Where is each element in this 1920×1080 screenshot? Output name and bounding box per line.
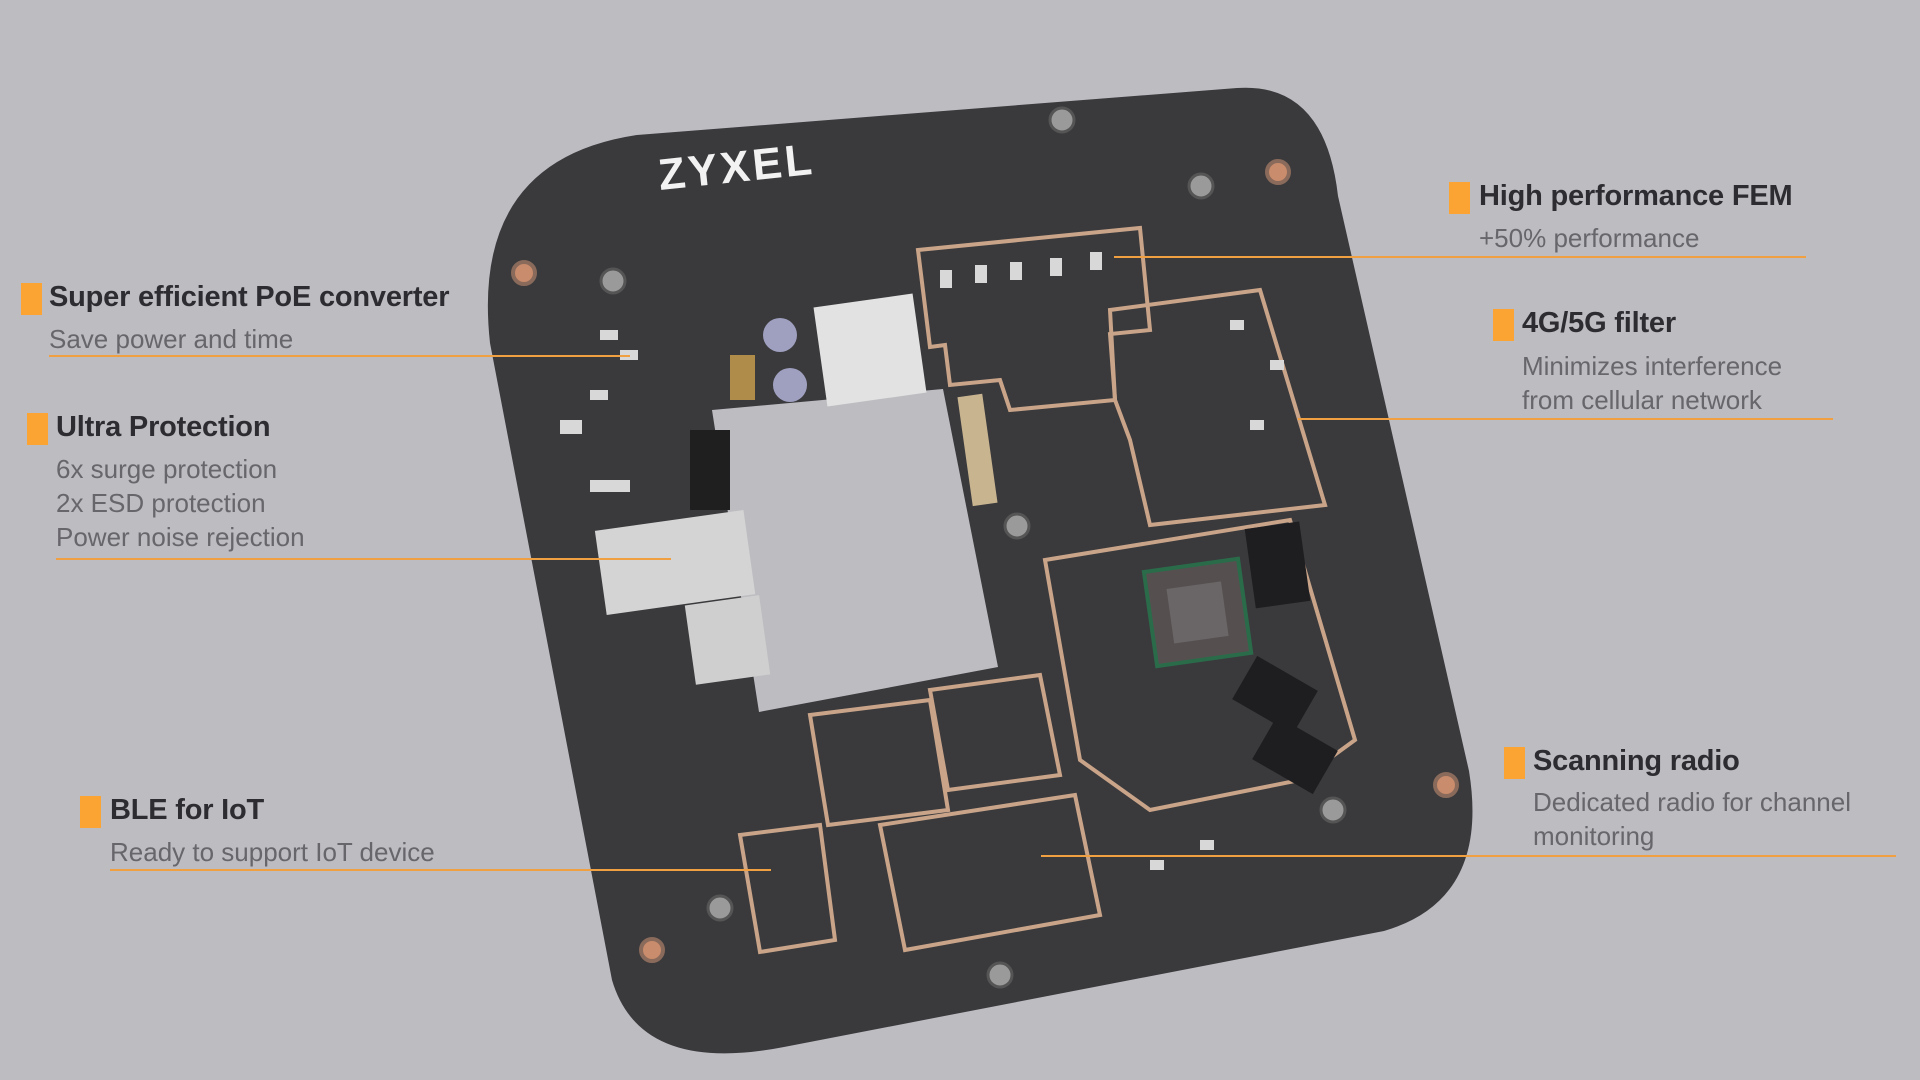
leader-line-protection bbox=[56, 558, 671, 560]
rf-shield-outlines bbox=[737, 225, 1358, 955]
callout-title-fem: High performance FEM bbox=[1479, 180, 1793, 212]
leader-line-scanning bbox=[1041, 855, 1896, 857]
accent-bar-ble bbox=[80, 796, 101, 828]
callout-title-scanning: Scanning radio bbox=[1533, 745, 1740, 777]
callout-text-poe: Save power and time bbox=[49, 324, 294, 354]
callout-text-scanning-2: monitoring bbox=[1533, 821, 1655, 851]
callout-text-protection-3: Power noise rejection bbox=[56, 522, 305, 552]
callout-text-scanning-1: Dedicated radio for channel bbox=[1533, 787, 1851, 817]
pcb-board bbox=[487, 87, 1473, 1054]
accent-bar-fem bbox=[1449, 182, 1470, 214]
inductor-shield bbox=[813, 293, 927, 407]
ethernet-port bbox=[594, 509, 756, 616]
accent-bar-protection bbox=[27, 413, 48, 445]
board-center-cutout bbox=[712, 389, 998, 712]
accent-bar-poe bbox=[21, 283, 42, 315]
callout-text-ble: Ready to support IoT device bbox=[110, 837, 435, 867]
leader-line-fem bbox=[1114, 256, 1806, 258]
callout-title-poe: Super efficient PoE converter bbox=[49, 281, 450, 313]
accent-bar-scanning bbox=[1504, 747, 1525, 779]
leader-line-poe bbox=[49, 355, 630, 357]
leader-line-filter bbox=[1298, 418, 1833, 420]
callout-text-protection-2: 2x ESD protection bbox=[56, 488, 266, 518]
callout-text-filter-1: Minimizes interference bbox=[1522, 351, 1783, 381]
leader-line-ble bbox=[110, 869, 771, 871]
accent-bar-filter bbox=[1493, 309, 1514, 341]
callout-text-fem: +50% performance bbox=[1479, 223, 1700, 253]
callout-title-ble: BLE for IoT bbox=[110, 794, 265, 826]
callout-text-protection-1: 6x surge protection bbox=[56, 454, 278, 484]
callout-title-protection: Ultra Protection bbox=[56, 411, 271, 443]
callout-title-filter: 4G/5G filter bbox=[1522, 307, 1676, 339]
callout-text-filter-2: from cellular network bbox=[1522, 385, 1762, 415]
